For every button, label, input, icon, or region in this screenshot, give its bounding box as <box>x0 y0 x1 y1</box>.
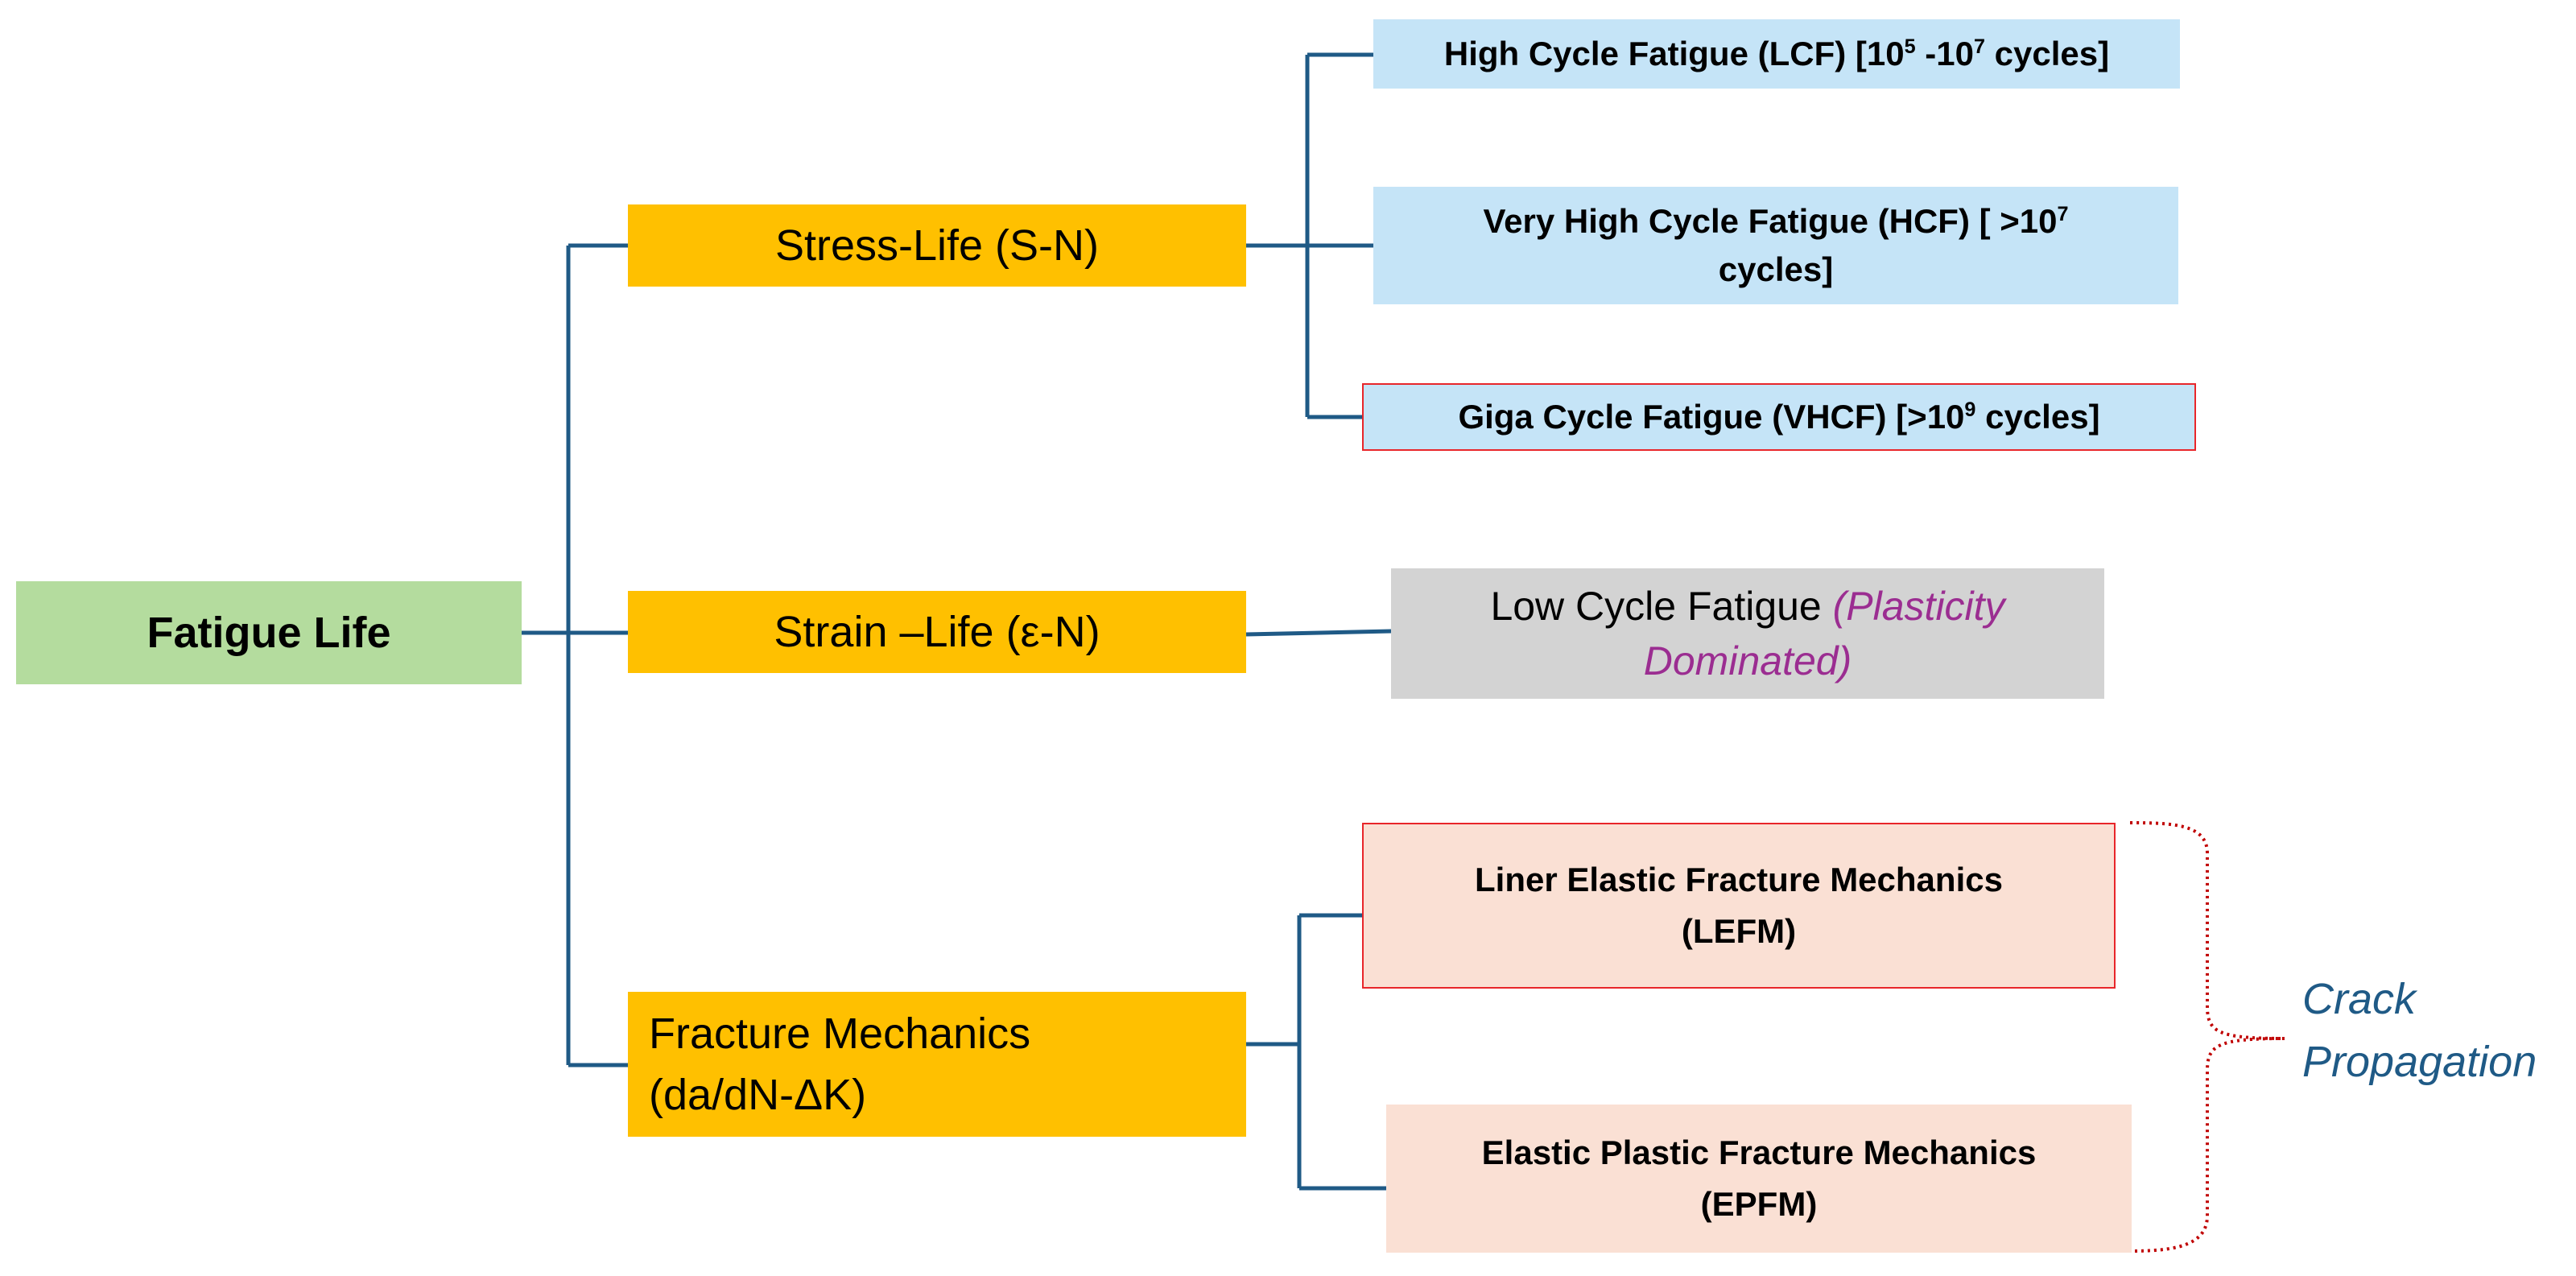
fracture-children-connector <box>1246 913 1386 1191</box>
fatigue-life-label: Fatigue Life <box>147 609 391 657</box>
fatigue-life-node: Fatigue Life <box>16 581 522 684</box>
lcf-note-line1: (Plasticity <box>1832 584 2005 629</box>
low-cycle-fatigue-node: Low Cycle Fatigue (Plasticity Dominated) <box>1391 568 2104 699</box>
fracture-mechanics-node: Fracture Mechanics (da/dN-ΔK) <box>628 992 1246 1137</box>
root-to-categories-connector <box>522 243 628 1067</box>
epfm-label-line2: (EPFM) <box>1700 1185 1818 1223</box>
fracture-mechanics-label-line1: Fracture Mechanics <box>649 1010 1031 1058</box>
giga-cycle-fatigue-label: Giga Cycle Fatigue (VHCF) [>109 cycles] <box>1458 393 2099 441</box>
stress-life-children-connector <box>1246 52 1373 419</box>
crack-propagation-brace <box>2129 821 2285 1253</box>
crack-propagation-line1: Crack <box>2302 975 2417 1023</box>
strain-life-label: Strain –Life (ε-N) <box>774 608 1100 656</box>
crack-propagation-line2: Propagation <box>2302 1038 2537 1086</box>
stress-life-label: Stress-Life (S-N) <box>774 221 1100 270</box>
very-high-cycle-fatigue-node: Very High Cycle Fatigue (HCF) [ >107 cyc… <box>1373 187 2178 304</box>
lefm-label-line2: (LEFM) <box>1681 912 1797 950</box>
fracture-mechanics-label-line2: (da/dN-ΔK) <box>649 1071 867 1119</box>
hcf-text-pre: High Cycle Fatigue (LCF) [10 <box>1443 35 1905 72</box>
vhcf-text-pre: Very High Cycle Fatigue (HCF) [ >10 <box>1483 202 2058 240</box>
vhcf-exponent: 7 <box>2057 203 2069 225</box>
lefm-label-line1: Liner Elastic Fracture Mechanics <box>1475 861 2003 898</box>
high-cycle-fatigue-node: High Cycle Fatigue (LCF) [105 -107 cycle… <box>1373 19 2180 89</box>
giga-cycle-fatigue-node: Giga Cycle Fatigue (VHCF) [>109 cycles] <box>1362 383 2196 451</box>
lcf-main-text: Low Cycle Fatigue <box>1490 584 1833 629</box>
crack-propagation-label: Crack Propagation <box>2302 968 2576 1093</box>
vhcf-label-line2: cycles] <box>1718 250 1834 288</box>
hcf-exponent-1: 5 <box>1904 35 1916 58</box>
epfm-node: Elastic Plastic Fracture Mechanics (EPFM… <box>1386 1105 2132 1253</box>
stress-life-node: Stress-Life (S-N) <box>628 204 1246 287</box>
strain-life-node: Strain –Life (ε-N) <box>628 591 1246 673</box>
giga-text-pre: Giga Cycle Fatigue (VHCF) [>10 <box>1458 398 1965 436</box>
epfm-label-line1: Elastic Plastic Fracture Mechanics <box>1481 1134 2037 1171</box>
strain-life-child-connector <box>1245 629 1392 637</box>
giga-exponent: 9 <box>1964 398 1976 421</box>
lefm-node: Liner Elastic Fracture Mechanics (LEFM) <box>1362 823 2116 989</box>
giga-text-post: cycles] <box>1975 398 2100 436</box>
lcf-note-line2: Dominated) <box>1643 638 1852 683</box>
high-cycle-fatigue-label: High Cycle Fatigue (LCF) [105 -107 cycle… <box>1444 30 2109 78</box>
hcf-text-mid: -10 <box>1915 35 1974 72</box>
vhcf-label-line1: Very High Cycle Fatigue (HCF) [ >107 <box>1483 197 2068 246</box>
hcf-text-post: cycles] <box>1985 35 2110 72</box>
hcf-exponent-2: 7 <box>1973 35 1985 58</box>
lcf-label-line1: Low Cycle Fatigue (Plasticity <box>1490 579 2004 634</box>
